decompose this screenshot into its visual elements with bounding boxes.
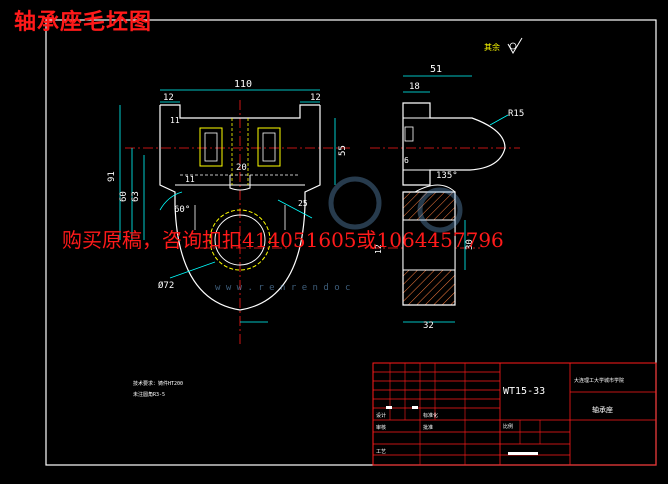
- dim-51: 51: [430, 64, 442, 75]
- label-designer: 设计: [376, 412, 386, 419]
- dim-11-top: 11: [170, 116, 180, 125]
- dim-dia72: Ø72: [158, 280, 174, 291]
- title-block-bar: [508, 452, 538, 455]
- title-block: WT15-33 大连理工大学城市学院 轴承座 设计 审核 工艺 标准化 批准 比…: [372, 362, 657, 466]
- label-approve: 批准: [423, 424, 433, 431]
- dim-18: 18: [409, 82, 420, 92]
- angle-135: 135°: [436, 171, 458, 181]
- part-name: 轴承座: [592, 405, 613, 414]
- dim-30: 30: [465, 239, 475, 250]
- drawing-code: WT15-33: [503, 386, 545, 397]
- overlay-title: 轴承座毛坯图: [14, 9, 153, 35]
- title-block-mark: [386, 406, 392, 409]
- dim-32: 32: [423, 321, 434, 331]
- note-line-2: 未注圆角R3-5: [133, 391, 165, 398]
- note-line-1: 技术要求：铸件HT200: [133, 380, 183, 387]
- school-name: 大连理工大学城市学院: [574, 377, 624, 384]
- technical-notes: 技术要求：铸件HT200 未注圆角R3-5: [133, 380, 183, 398]
- label-std: 标准化: [423, 412, 438, 419]
- roughness-label: 其余: [484, 42, 500, 52]
- drawing-border: [45, 19, 657, 466]
- dim-11-low: 11: [185, 175, 195, 184]
- dim-91: 91: [107, 171, 117, 182]
- dim-r15: R15: [508, 109, 524, 119]
- dim-63: 63: [131, 191, 141, 202]
- front-view: 110 12 12 11 20 11 91 60 63 55 60° 25 Ø7…: [107, 79, 350, 345]
- dim-12-right: 12: [310, 93, 321, 103]
- promo-banner: 购买原稿，咨询扣扣414051605或1064457796: [62, 228, 504, 252]
- dim-25: 25: [298, 199, 308, 208]
- dim-12-side: 12: [374, 244, 383, 254]
- dim-60: 60: [119, 191, 129, 202]
- label-check: 审核: [376, 424, 386, 431]
- dim-55: 55: [338, 145, 348, 156]
- dim-6: 6: [404, 156, 409, 165]
- roughness-symbol: 其余: [484, 37, 523, 54]
- watermark-text: w w w . r e n r e n d o c: [215, 283, 350, 293]
- dim-110: 110: [234, 79, 252, 90]
- dim-12-left: 12: [163, 93, 174, 103]
- dim-20: 20: [236, 163, 247, 173]
- label-scale: 比例: [503, 423, 513, 430]
- watermark-logo: [328, 176, 463, 233]
- angle-60: 60°: [174, 205, 190, 215]
- side-view: 51 18 R15 6 135° 30 32 12: [370, 64, 524, 331]
- label-craft: 工艺: [376, 449, 386, 455]
- title-block-mark-2: [412, 406, 418, 409]
